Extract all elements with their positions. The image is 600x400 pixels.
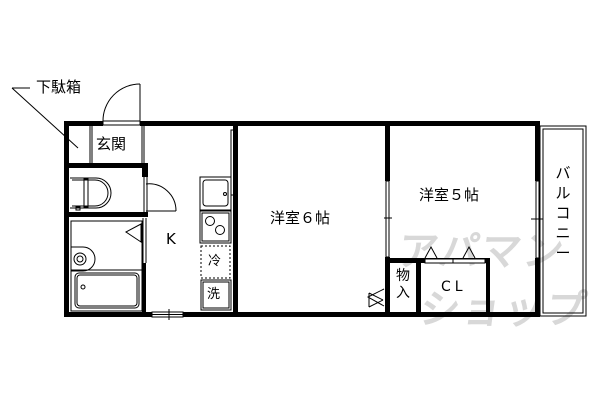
room-6-label: 洋室６帖: [270, 209, 331, 227]
wall-top-left: [64, 121, 103, 126]
bathroom-door-icon: [142, 218, 147, 263]
wall-room6-right-top: [385, 121, 390, 181]
kitchen-sink-icon: [199, 176, 232, 211]
entrance-door-icon: [102, 83, 141, 126]
shoe-box-label: 下駄箱: [36, 78, 82, 96]
wall-bottom-left: [64, 312, 152, 317]
fridge-icon: [200, 245, 231, 279]
storage-door-arrow-icon: [366, 288, 385, 307]
balcony-window: [531, 180, 543, 259]
wall-right-bottom: [535, 258, 540, 317]
kitchen-bottom-window: [151, 309, 184, 320]
toilet-icon: [70, 177, 112, 211]
wall-bottom-right: [183, 312, 540, 317]
wall-left: [64, 121, 69, 317]
room-divider-sliding-door: [384, 180, 392, 258]
room-5-label: 洋室５帖: [419, 186, 480, 204]
kitchen-window: [230, 129, 235, 196]
washer-icon: [200, 279, 232, 311]
washer-label: 洗: [207, 287, 221, 302]
storage-label: 物入: [396, 268, 410, 301]
fridge-label: 冷: [208, 254, 222, 269]
closet-door-icon: [424, 245, 486, 264]
entrance-label: 玄関: [96, 135, 127, 153]
wall-top-mid: [140, 121, 540, 126]
wall-room6-left: [233, 121, 238, 317]
wall-room6-right-bottom: [385, 257, 390, 317]
wall-entrance-bottom: [64, 163, 148, 168]
wall-bath-right-lower: [142, 263, 146, 315]
shoe-box-leader-icon: [11, 87, 79, 149]
washbasin-icon: [71, 246, 96, 272]
balcony-outline: [539, 125, 587, 317]
stove-icon: [199, 210, 232, 244]
wall-closet-right: [486, 258, 490, 317]
wall-storage-right: [416, 258, 421, 317]
balcony-label: バルコニー: [555, 164, 571, 262]
storage-door-icon: [368, 292, 384, 308]
wall-toilet-bottom: [64, 212, 148, 217]
closet-label: CL: [441, 279, 467, 295]
bathroom-icon: [70, 220, 143, 312]
kitchen-label: K: [166, 230, 176, 248]
entrance-step-lines: [89, 126, 145, 163]
wall-toilet-stub: [142, 163, 148, 177]
wall-right-top: [535, 121, 540, 181]
toilet-door-icon: [143, 177, 177, 212]
